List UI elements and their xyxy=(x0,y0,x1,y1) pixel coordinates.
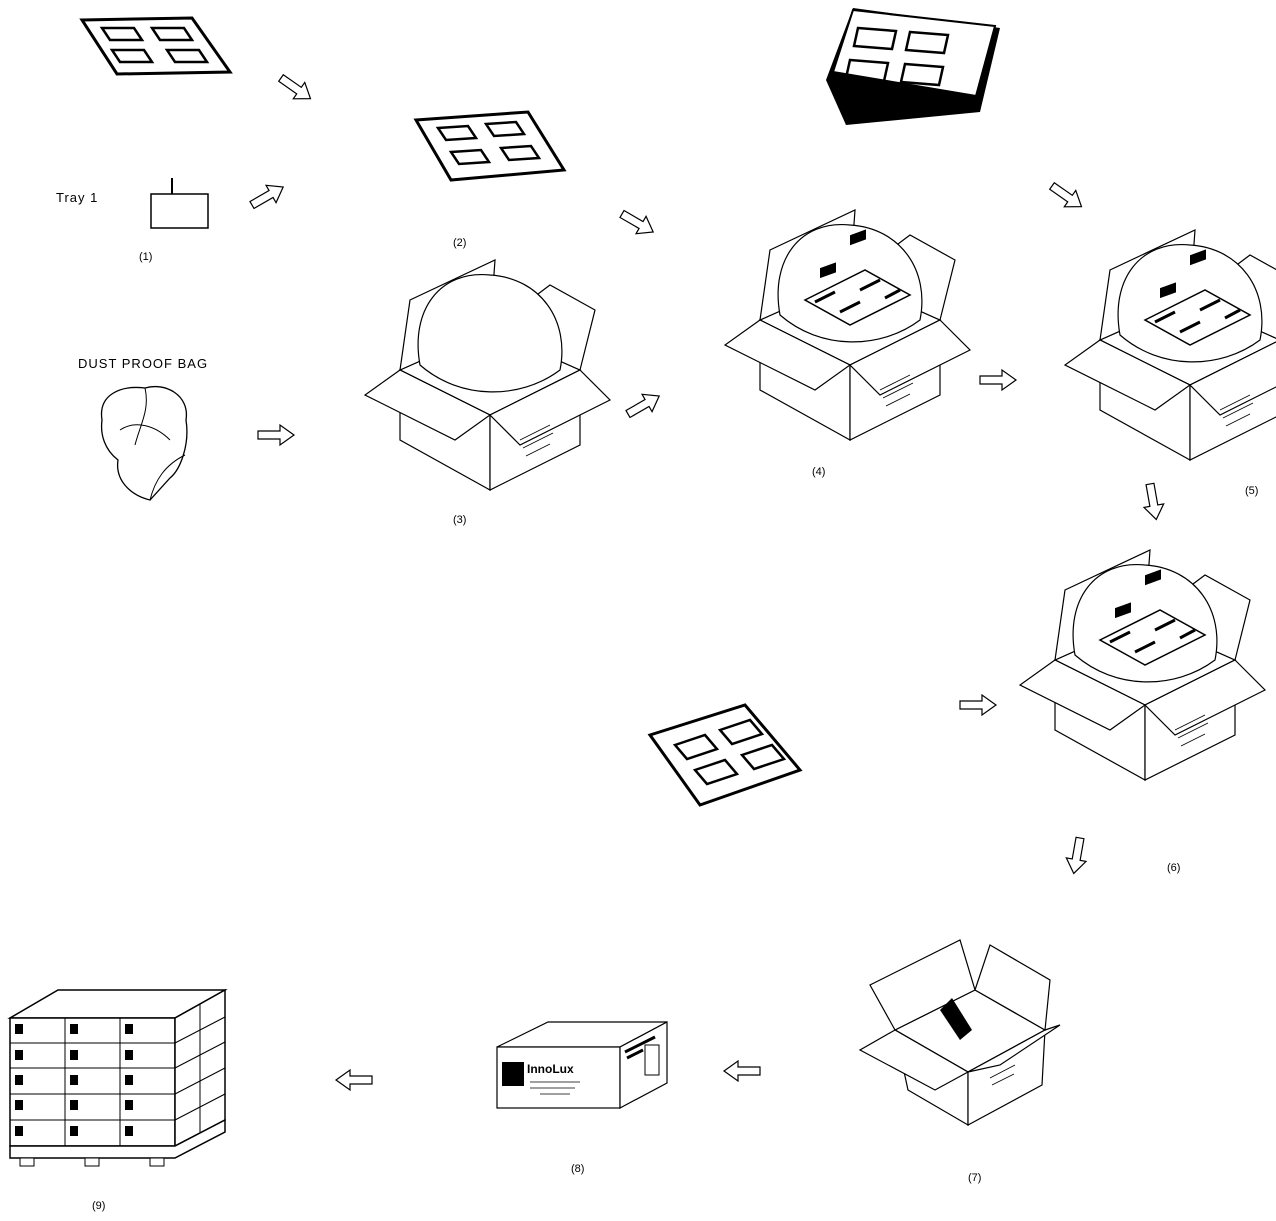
tray-1-label: Tray 1 xyxy=(56,190,98,205)
box-step-7 xyxy=(860,940,1060,1125)
box-step-8 xyxy=(497,1022,667,1108)
step-label-8: (8) xyxy=(571,1163,584,1175)
step-label-9: (9) xyxy=(92,1200,105,1212)
box-brand-label: InnoLux xyxy=(527,1062,574,1076)
arrow-11 xyxy=(724,1061,760,1081)
box-step-3 xyxy=(365,260,610,490)
tray-top-left xyxy=(82,18,230,74)
arrow-2 xyxy=(247,178,288,213)
dust-proof-bag-label: DUST PROOF BAG xyxy=(78,356,208,371)
box-step-6 xyxy=(1020,550,1265,780)
tray-stack xyxy=(826,8,1000,125)
step-label-2: (2) xyxy=(453,237,466,249)
dust-proof-bag xyxy=(102,387,187,500)
arrow-1 xyxy=(275,70,316,107)
arrow-6 xyxy=(623,387,664,422)
box-step-4 xyxy=(725,210,970,440)
arrow-7 xyxy=(980,370,1016,390)
arrow-8 xyxy=(1140,482,1166,521)
step-label-7: (7) xyxy=(968,1172,981,1184)
step-label-4: (4) xyxy=(812,466,825,478)
step-label-6: (6) xyxy=(1167,862,1180,874)
arrow-4 xyxy=(1046,178,1087,215)
arrow-10 xyxy=(1064,836,1090,875)
step-label-5: (5) xyxy=(1245,485,1258,497)
tray-1-block xyxy=(151,178,208,228)
arrow-3 xyxy=(617,205,658,240)
arrow-9 xyxy=(960,695,996,715)
step-label-3: (3) xyxy=(453,514,466,526)
arrow-12 xyxy=(336,1070,372,1090)
box-step-5 xyxy=(1065,230,1276,460)
step-label-1: (1) xyxy=(139,251,152,263)
arrow-5 xyxy=(258,425,294,445)
pallet-step-9 xyxy=(10,990,225,1166)
tray-step-2 xyxy=(416,112,564,180)
tray-loose xyxy=(650,705,800,805)
